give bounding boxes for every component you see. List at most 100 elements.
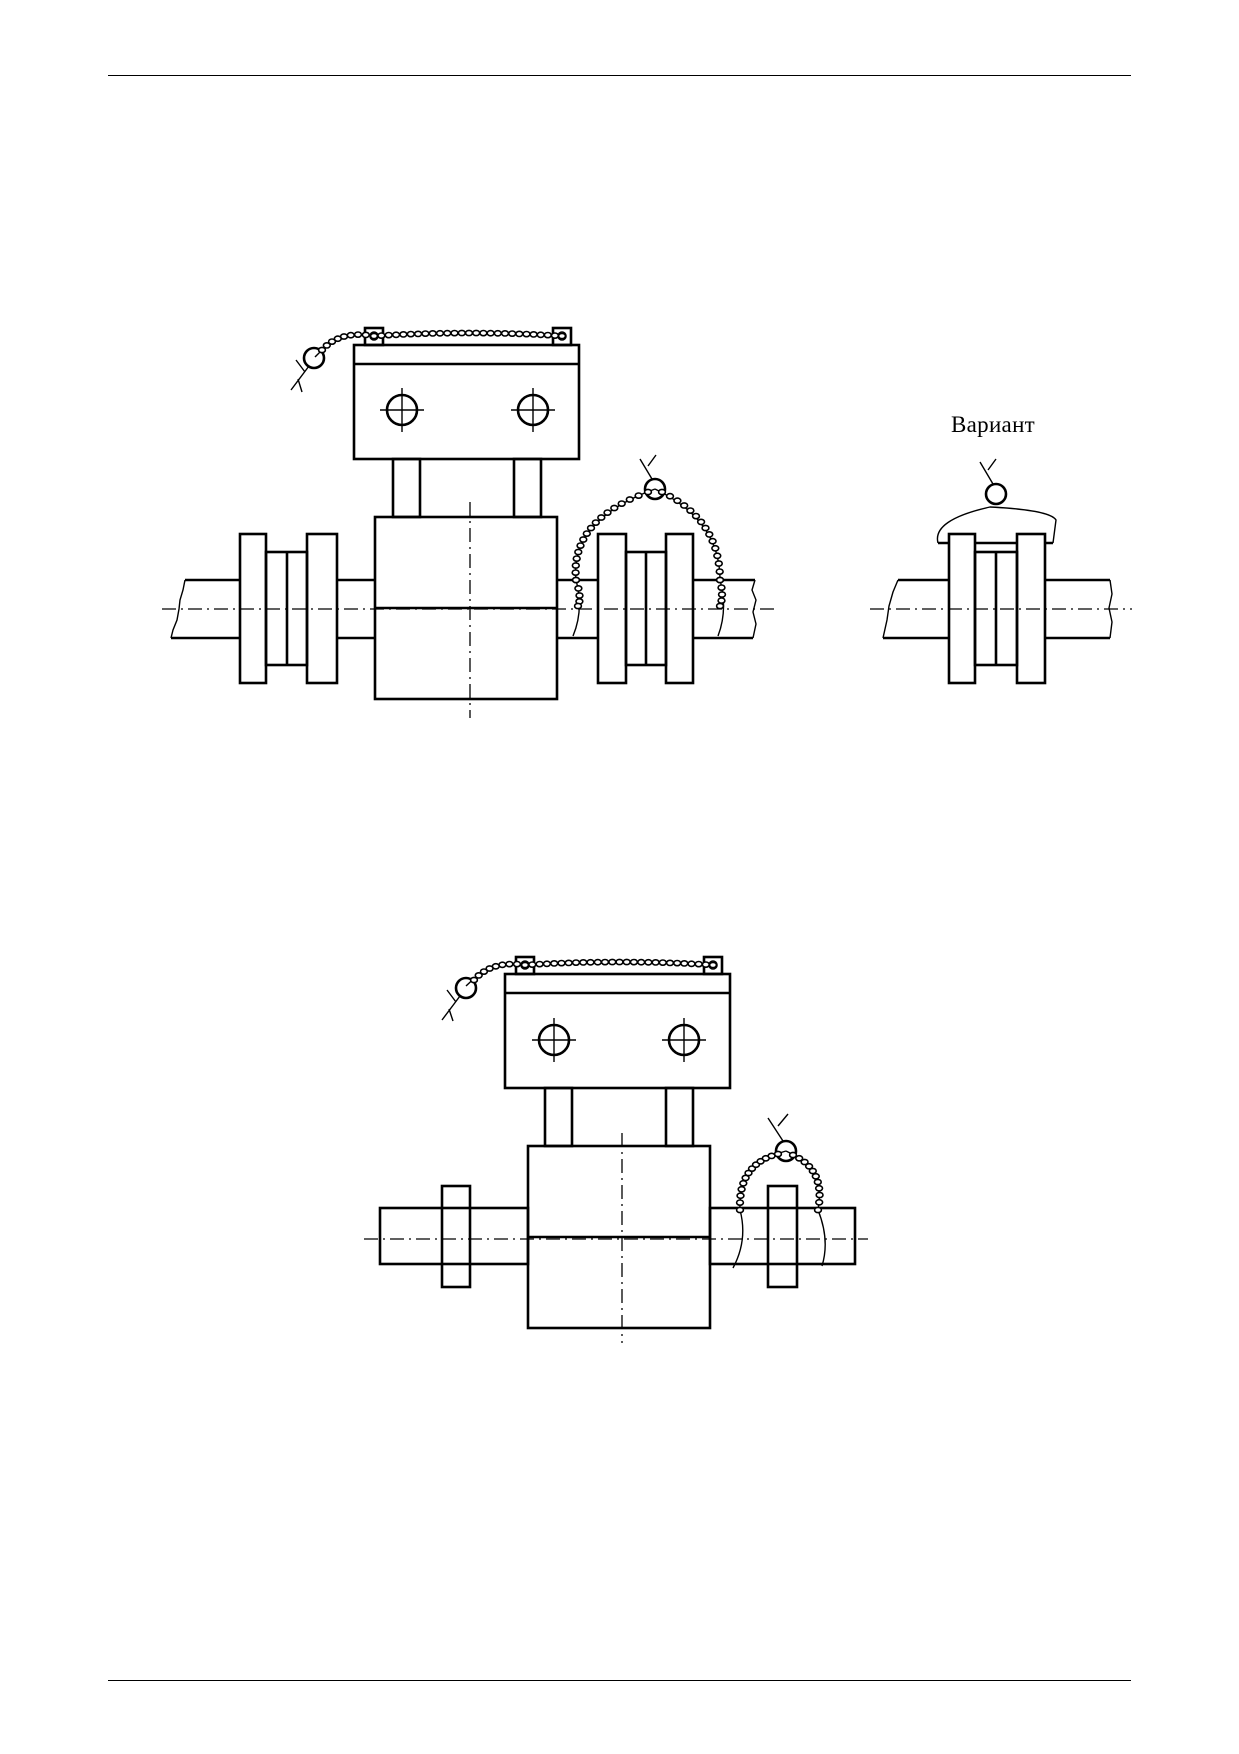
chain-bead — [714, 560, 723, 567]
chain-bead — [773, 1150, 783, 1158]
figure-flanged-meter — [162, 326, 775, 718]
chain-bead — [549, 960, 559, 967]
chain-bead — [701, 524, 710, 532]
chain-bead — [536, 331, 545, 339]
chain-bead — [735, 1199, 745, 1206]
chain-bead — [717, 591, 727, 598]
chain-flange-right — [657, 488, 725, 584]
meter-body — [373, 515, 559, 701]
chain-bead — [687, 960, 696, 968]
chain-bead — [574, 585, 583, 592]
chain-bead — [800, 1158, 809, 1166]
chain-bead — [508, 330, 517, 337]
chain-bead — [391, 331, 401, 339]
chain-bead — [634, 492, 643, 499]
chain-bead — [579, 959, 588, 966]
chain-bead — [515, 330, 524, 338]
variant-pipe-right — [1045, 578, 1113, 640]
chain-bead — [673, 497, 682, 505]
variant-seal-wire — [936, 458, 1057, 544]
chain-bead — [353, 331, 363, 338]
chain-bead — [813, 1206, 823, 1214]
chain-bead — [665, 492, 675, 500]
chain-bead — [717, 584, 726, 591]
chain-bead — [498, 961, 507, 969]
chain-bead — [737, 1185, 746, 1193]
chain-bead — [327, 338, 337, 345]
chain-bead — [715, 568, 724, 575]
chain-bead — [346, 331, 355, 339]
chain-bead — [493, 329, 502, 337]
chain-bead — [571, 569, 580, 576]
chain-bead — [597, 514, 606, 521]
chain-bead — [586, 524, 596, 532]
chain-bead — [582, 530, 591, 537]
chain-bead — [557, 959, 566, 967]
chain-bead — [672, 959, 682, 967]
chain-bead — [735, 1206, 745, 1214]
variant-label: Вариант — [951, 412, 1036, 437]
chain-bead — [469, 976, 479, 984]
chain-bead — [814, 1184, 824, 1192]
pipe-left — [170, 578, 240, 640]
chain-bead — [717, 597, 726, 604]
chain-bead — [413, 330, 423, 338]
chain-bead — [564, 959, 573, 967]
chain-bead — [708, 537, 717, 545]
chain-bead — [557, 332, 567, 340]
chain-bead — [574, 548, 583, 556]
chain-bead — [814, 1198, 824, 1206]
chain-bead — [643, 488, 653, 496]
chain-wafer-flange-left — [735, 1150, 783, 1214]
chain-bead — [788, 1151, 798, 1159]
chain-bead — [636, 958, 646, 966]
chain-bead — [657, 488, 667, 496]
figure-wafer-meter — [364, 955, 868, 1343]
chain-bead — [625, 496, 634, 503]
chain-bead — [500, 329, 510, 337]
chain-bead — [543, 331, 552, 339]
chain-bead — [399, 330, 408, 338]
chain-bead — [701, 961, 710, 968]
chain-bead — [535, 960, 544, 968]
chain-bead — [322, 341, 331, 349]
chain-bead — [443, 329, 452, 337]
chain-bead — [608, 958, 617, 966]
wafer-meter-body — [526, 1144, 712, 1330]
chain-bead — [479, 968, 489, 975]
figure-variant — [870, 458, 1132, 685]
chain-bead — [736, 1192, 745, 1200]
chain-bead — [428, 329, 437, 337]
chain-bead — [665, 959, 675, 967]
chain-bead — [472, 329, 481, 337]
chain-bead — [464, 329, 474, 337]
chain-bead — [586, 958, 595, 966]
chain-bead — [808, 1167, 817, 1175]
chain-bead — [610, 504, 619, 512]
chain-bead — [377, 332, 386, 339]
chain-bead — [435, 329, 445, 337]
chain-bead — [739, 1179, 748, 1187]
chain-flange-left — [571, 488, 653, 584]
chain-bead — [369, 332, 379, 340]
chain-bead — [708, 961, 718, 969]
chain-wafer-flange-right — [788, 1151, 824, 1214]
variant-pipe-left — [882, 578, 949, 640]
chain-flange-right-low — [715, 576, 727, 610]
chain-bead — [571, 959, 581, 966]
chain-bead — [528, 961, 537, 968]
chain-bead — [629, 958, 639, 966]
chain-wafer-head-top — [520, 958, 718, 969]
chain-bead — [658, 959, 667, 966]
chain-bead — [542, 960, 552, 968]
bottom-rule — [108, 1680, 1131, 1681]
chain-bead — [505, 960, 514, 968]
wafer-meter-stems — [543, 1086, 695, 1148]
chain-bead — [579, 536, 588, 543]
chain-bead — [450, 329, 459, 337]
chain-bead — [520, 961, 530, 969]
chain-bead — [575, 592, 584, 599]
chain-bead — [600, 958, 610, 966]
chain-flange-left-low — [571, 576, 584, 610]
